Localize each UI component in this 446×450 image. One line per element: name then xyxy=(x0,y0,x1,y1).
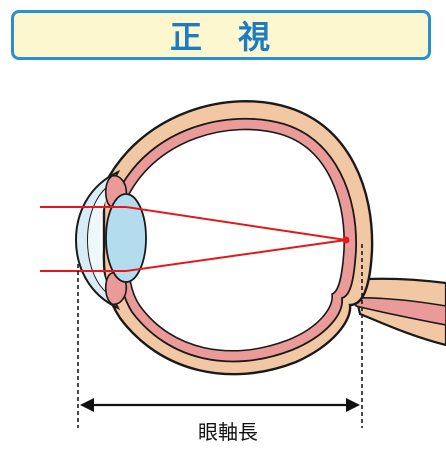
double-headed-arrow-icon xyxy=(80,398,360,412)
vitreous-body xyxy=(128,129,344,350)
axial-length-label: 眼軸長 xyxy=(178,416,278,445)
focal-point xyxy=(343,237,350,244)
